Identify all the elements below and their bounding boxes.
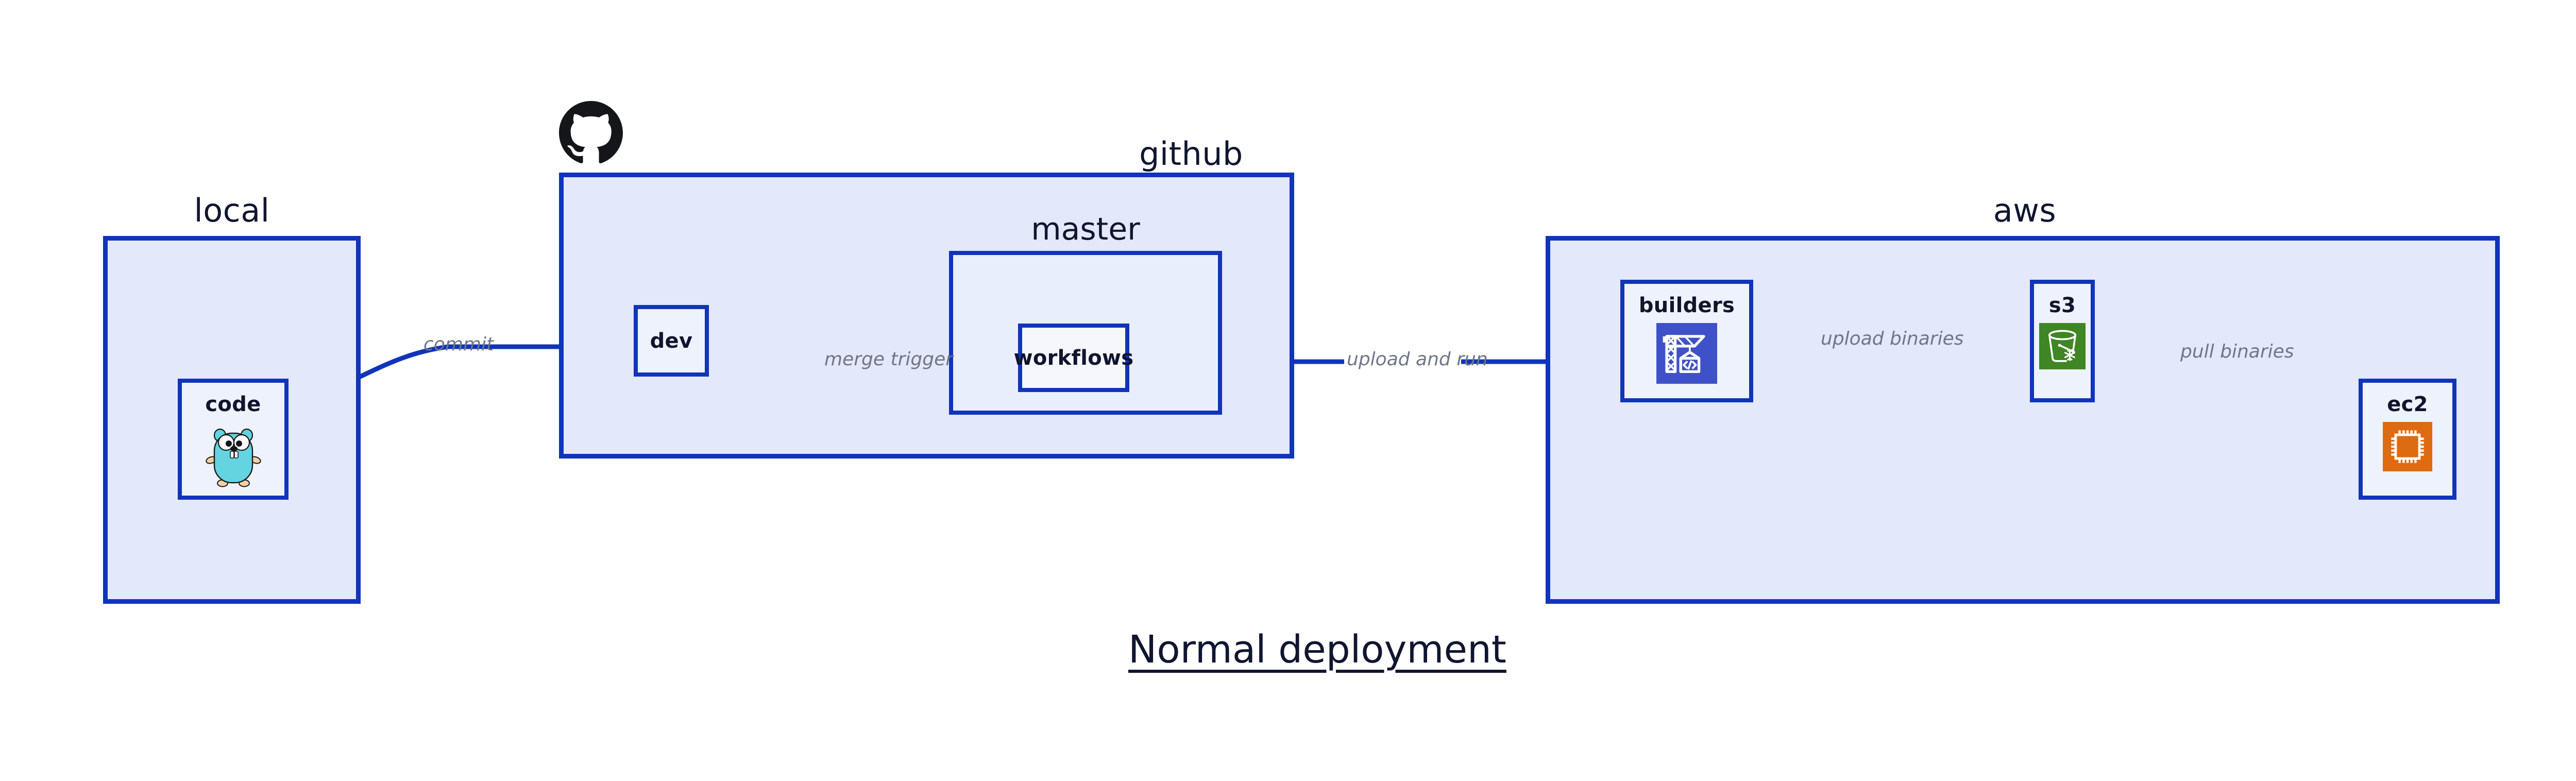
node-title-builders: builders (1638, 294, 1735, 317)
aws-s3-glacier-bucket-icon (2039, 323, 2086, 371)
group-label-aws: aws (1993, 192, 2057, 229)
edge-label-upload-binaries: upload binaries (1821, 328, 1964, 349)
edge-label-commit: commit (423, 334, 494, 355)
node-title-code: code (205, 393, 261, 416)
node-title-workflows: workflows (1013, 346, 1134, 370)
node-box-s3[interactable]: s3 (2030, 280, 2095, 402)
group-label-local: local (194, 192, 270, 229)
node-box-dev[interactable]: dev (634, 305, 709, 377)
node-box-code[interactable]: code (178, 379, 289, 500)
edge-label-pull-binaries: pull binaries (2180, 341, 2294, 362)
node-title-s3: s3 (2048, 294, 2076, 317)
group-label-github: github (1139, 135, 1243, 173)
node-box-builders[interactable]: builders (1620, 280, 1753, 402)
edge-label-merge-trigger: merge trigger (824, 349, 954, 370)
diagram-title: Normal deployment (1128, 627, 1506, 672)
aws-ec2-chip-icon (2383, 422, 2432, 473)
edge-label-upload-and-run: upload and run (1347, 349, 1488, 370)
node-box-workflows[interactable]: workflows (1014, 324, 1133, 392)
node-box-ec2[interactable]: ec2 (2359, 379, 2456, 500)
go-gopher-icon (205, 422, 261, 490)
github-octocat-icon (559, 101, 623, 167)
node-title-dev: dev (650, 329, 693, 353)
subgroup-label-master: master (1031, 211, 1140, 247)
aws-codebuild-icon (1656, 323, 1717, 386)
node-title-ec2: ec2 (2387, 393, 2428, 416)
